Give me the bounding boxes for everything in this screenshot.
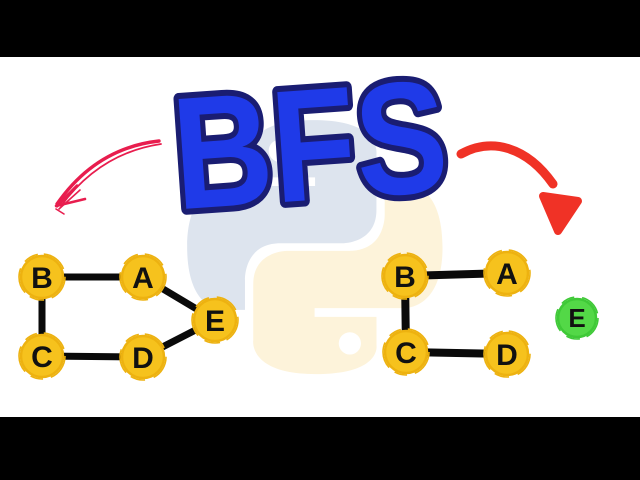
- right-node-b-scribble: [381, 252, 429, 300]
- bfs-title-text: BFS: [167, 46, 453, 244]
- bottom-letterbox: [0, 417, 640, 480]
- python-logo-bottom-snake: [253, 184, 443, 375]
- right-node-b-circle: [382, 253, 428, 299]
- top-letterbox: [0, 0, 640, 57]
- left-node-d-scribble: [119, 333, 167, 381]
- python-logo-top-snake: [187, 120, 377, 310]
- left-node-b-circle: [19, 254, 65, 300]
- left-graph: B A E C D: [18, 253, 239, 381]
- left-graph-labels: B A E C D: [31, 262, 225, 375]
- right-node-c-label: C: [395, 337, 417, 370]
- right-node-e-circle: [556, 297, 598, 339]
- left-node-e-label: E: [205, 305, 225, 338]
- right-graph: B A C D E: [381, 249, 599, 378]
- right-node-a-label: A: [496, 258, 518, 291]
- left-arrowhead-lower: [54, 197, 87, 208]
- right-node-e-visited: [555, 296, 599, 340]
- right-node-c-circle: [383, 329, 429, 375]
- left-node-b-label: B: [31, 262, 53, 295]
- right-node-c: [382, 328, 430, 376]
- right-arrowhead: [539, 192, 582, 235]
- right-node-a-circle: [484, 250, 530, 296]
- right-graph-labels: B A C D E: [394, 258, 586, 372]
- right-arrow-stem: [456, 141, 558, 189]
- left-node-c-label: C: [31, 341, 53, 374]
- right-node-e-label: E: [568, 303, 585, 333]
- left-node-a-circle: [120, 254, 166, 300]
- left-node-e: [191, 296, 239, 344]
- right-curved-arrow-icon: [456, 141, 582, 235]
- right-node-b: [381, 252, 429, 300]
- left-node-e-circle: [192, 297, 238, 343]
- right-graph-nodes: [381, 249, 599, 378]
- left-node-a-label: A: [132, 262, 154, 295]
- right-node-a-scribble: [483, 249, 531, 297]
- right-node-c-scribble: [382, 328, 430, 376]
- right-node-d-scribble: [483, 330, 531, 378]
- right-node-d: [483, 330, 531, 378]
- left-arrowhead-tail-flick: [55, 208, 65, 215]
- right-node-d-label: D: [496, 339, 518, 372]
- right-node-b-label: B: [394, 261, 416, 294]
- left-node-d-label: D: [132, 342, 154, 375]
- left-curved-arrow-icon: [54, 139, 162, 215]
- left-node-b-scribble: [18, 253, 66, 301]
- right-node-d-circle: [484, 331, 530, 377]
- left-graph-nodes: [18, 253, 239, 381]
- left-arrow-stem: [55, 139, 161, 206]
- right-node-e-scribble: [555, 296, 599, 340]
- left-arrowhead-upper-sketch: [58, 189, 81, 210]
- left-node-d-circle: [120, 334, 166, 380]
- right-node-a: [483, 249, 531, 297]
- left-node-e-scribble: [191, 296, 239, 344]
- python-logo-watermark: [187, 120, 443, 375]
- left-node-c: [18, 332, 66, 380]
- left-node-c-circle: [19, 333, 65, 379]
- left-node-a: [119, 253, 167, 301]
- left-node-d: [119, 333, 167, 381]
- left-node-c-scribble: [18, 332, 66, 380]
- left-node-b: [18, 253, 66, 301]
- left-node-a-scribble: [119, 253, 167, 301]
- left-arrowhead-upper: [55, 184, 79, 208]
